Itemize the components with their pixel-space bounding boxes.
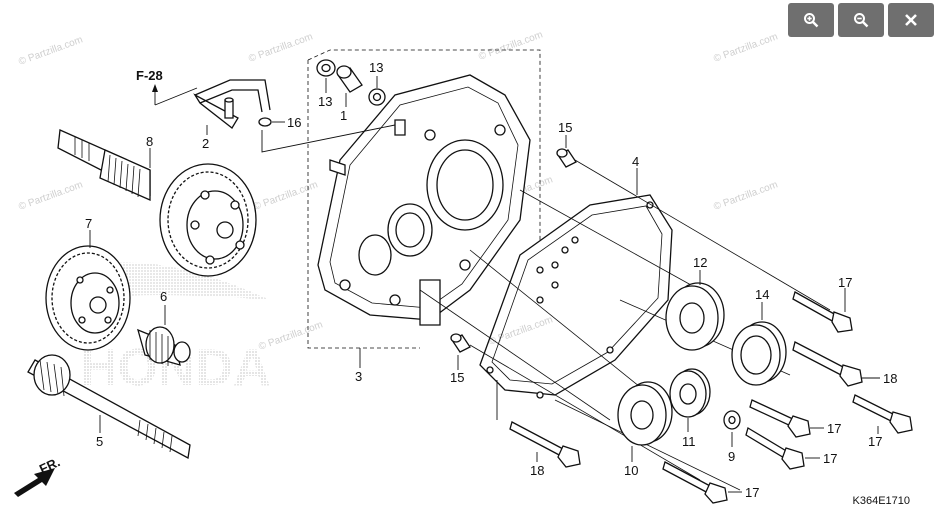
dowel-pin-part-15-b bbox=[450, 333, 471, 353]
oil-seal-part-14 bbox=[731, 321, 787, 386]
bearing-part-11 bbox=[669, 368, 711, 418]
zoom-in-icon bbox=[804, 13, 819, 28]
zoom-out-button[interactable] bbox=[838, 3, 884, 37]
svg-text:© Partzilla.com: © Partzilla.com bbox=[477, 29, 544, 62]
callout-3: 3 bbox=[355, 369, 362, 384]
callout-9: 9 bbox=[728, 449, 735, 464]
gear-part-7 bbox=[45, 245, 131, 351]
front-label: FR. bbox=[37, 454, 62, 476]
callout-6: 6 bbox=[160, 289, 167, 304]
bearing-part-12 bbox=[665, 282, 725, 351]
svg-text:© Partzilla.com: © Partzilla.com bbox=[17, 34, 84, 67]
diagram-code: K364E1710 bbox=[852, 495, 911, 507]
pinion-gear-part-6 bbox=[137, 326, 191, 366]
viewer-toolbar bbox=[788, 3, 934, 37]
bolt-part-17-c bbox=[749, 399, 811, 438]
assembly-outline bbox=[307, 49, 541, 349]
bolt-part-18-b bbox=[509, 421, 581, 468]
clip-part-16 bbox=[258, 117, 272, 127]
callout-2: 2 bbox=[202, 136, 209, 151]
output-shaft-part-8 bbox=[57, 129, 257, 277]
bolt-part-17-b bbox=[852, 394, 913, 434]
bolt-part-17-d bbox=[745, 427, 805, 470]
oil-seal-part-13-b bbox=[368, 88, 386, 106]
callout-17-c: 17 bbox=[827, 421, 841, 436]
callout-12: 12 bbox=[693, 255, 707, 270]
callout-13-b: 13 bbox=[369, 60, 383, 75]
callout-13-a: 13 bbox=[318, 94, 332, 109]
ref-label-f28: F-28 bbox=[136, 68, 163, 83]
callout-15-a: 15 bbox=[558, 120, 572, 135]
dowel-pin-part-15-a bbox=[556, 148, 577, 168]
callout-17-e: 17 bbox=[745, 485, 759, 500]
zoom-out-icon bbox=[854, 13, 869, 28]
collar-part-1 bbox=[336, 65, 363, 93]
bearing-part-10 bbox=[617, 381, 673, 446]
callout-7: 7 bbox=[85, 216, 92, 231]
zoom-in-button[interactable] bbox=[788, 3, 834, 37]
callout-4: 4 bbox=[632, 154, 639, 169]
callout-11: 11 bbox=[682, 434, 696, 449]
callout-16: 16 bbox=[287, 115, 301, 130]
svg-text:© Partzilla.com: © Partzilla.com bbox=[712, 31, 779, 64]
gasket-part-4 bbox=[479, 194, 673, 399]
svg-text:© Partzilla.com: © Partzilla.com bbox=[17, 179, 84, 212]
bolt-part-17-e bbox=[662, 461, 728, 504]
callout-10: 10 bbox=[624, 463, 638, 478]
oil-seal-part-13-a bbox=[316, 59, 336, 77]
svg-text:© Partzilla.com: © Partzilla.com bbox=[252, 179, 319, 212]
callout-8: 8 bbox=[146, 134, 153, 149]
bolt-part-17-a bbox=[792, 291, 853, 333]
alignment-lines bbox=[419, 159, 831, 491]
drive-shaft-part-5 bbox=[27, 354, 191, 460]
close-button[interactable] bbox=[888, 3, 934, 37]
callout-18-a: 18 bbox=[883, 371, 897, 386]
washer-part-9 bbox=[723, 410, 741, 430]
callout-1: 1 bbox=[340, 108, 347, 123]
callout-18-b: 18 bbox=[530, 463, 544, 478]
bolt-part-18-a bbox=[792, 341, 863, 387]
callout-15-b: 15 bbox=[450, 370, 464, 385]
callout-17-a: 17 bbox=[838, 275, 852, 290]
svg-text:© Partzilla.com: © Partzilla.com bbox=[712, 179, 779, 212]
transmission-cover-part-3 bbox=[317, 74, 531, 326]
close-icon bbox=[905, 14, 917, 26]
breather-hose-part-2 bbox=[193, 79, 271, 129]
callout-17-b: 17 bbox=[868, 434, 882, 449]
callout-14: 14 bbox=[755, 287, 769, 302]
callout-17-d: 17 bbox=[823, 451, 837, 466]
callout-5: 5 bbox=[96, 434, 103, 449]
front-direction-arrow bbox=[14, 468, 55, 497]
svg-text:© Partzilla.com: © Partzilla.com bbox=[247, 31, 314, 64]
